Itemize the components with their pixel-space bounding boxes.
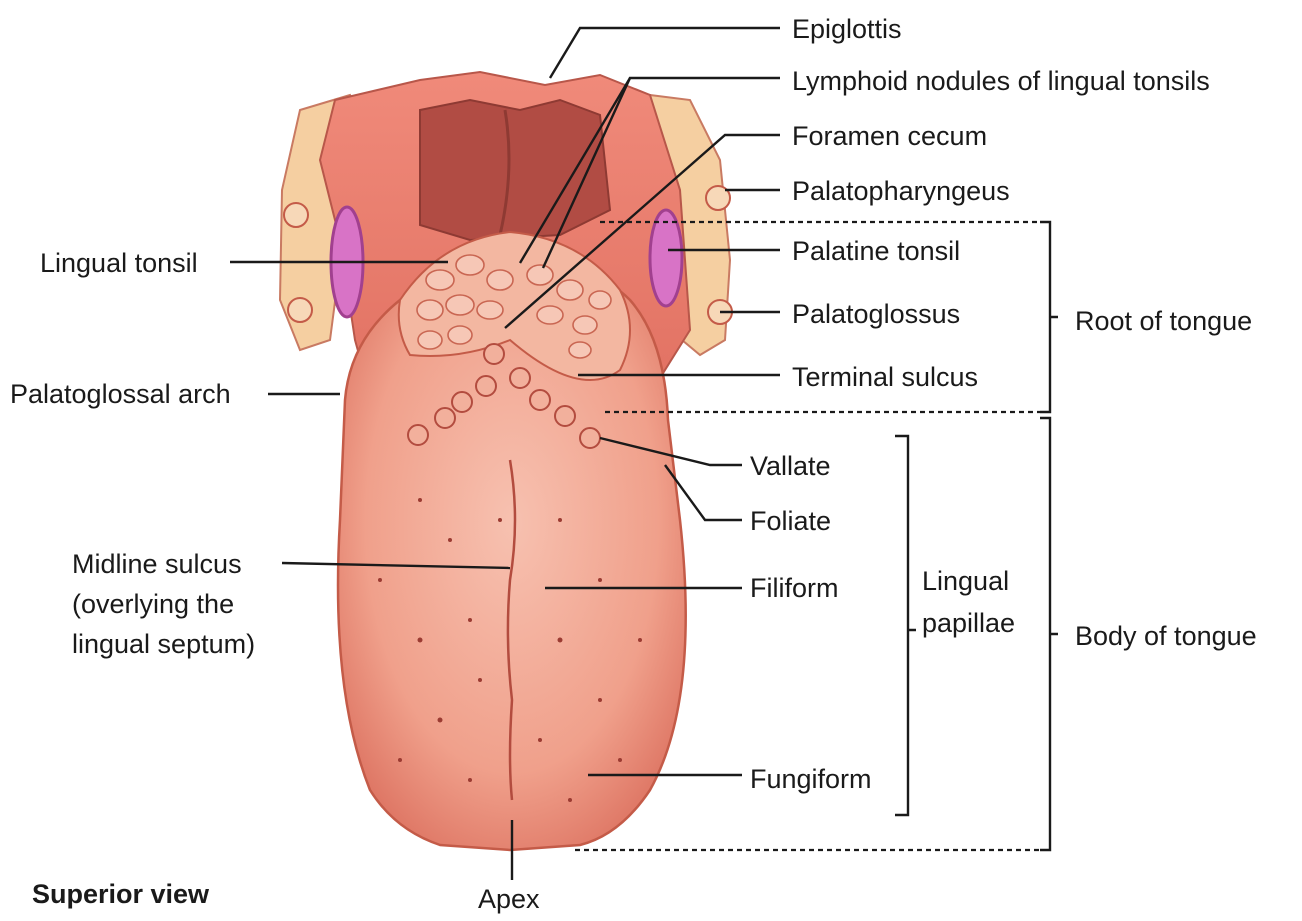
label-body-of-tongue: Body of tongue — [1075, 621, 1257, 651]
epiglottis-leader — [550, 28, 780, 78]
label-epiglottis: Epiglottis — [792, 14, 902, 44]
label-apex: Apex — [478, 884, 540, 914]
label-palatoglossal-arch: Palatoglossal arch — [10, 379, 231, 409]
body-bracket — [1040, 418, 1058, 850]
label-lingual-papillae-1: Lingual — [922, 566, 1009, 596]
label-foramen-cecum: Foramen cecum — [792, 121, 987, 151]
label-lymphoid-nodules: Lymphoid nodules of lingual tonsils — [792, 66, 1210, 96]
label-lingual-tonsil: Lingual tonsil — [40, 248, 198, 278]
papillae-bracket — [895, 436, 916, 815]
label-midline-sulcus-1: Midline sulcus — [72, 549, 242, 579]
label-palatine-tonsil: Palatine tonsil — [792, 236, 960, 266]
tongue-body — [338, 255, 686, 850]
right-palatine-tonsil — [650, 210, 682, 306]
label-filiform: Filiform — [750, 573, 839, 603]
label-midline-sulcus-3: lingual septum) — [72, 629, 255, 659]
label-terminal-sulcus: Terminal sulcus — [792, 362, 978, 392]
epiglottis-opening — [420, 100, 610, 240]
root-bracket — [1040, 222, 1058, 412]
label-root-of-tongue: Root of tongue — [1075, 306, 1252, 336]
label-fungiform: Fungiform — [750, 764, 872, 794]
label-vallate: Vallate — [750, 451, 831, 481]
label-lingual-papillae-2: papillae — [922, 608, 1015, 638]
label-palatopharyngeus: Palatopharyngeus — [792, 176, 1010, 206]
label-midline-sulcus-2: (overlying the — [72, 589, 234, 619]
caption-superior-view: Superior view — [32, 879, 210, 909]
label-foliate: Foliate — [750, 506, 831, 536]
label-palatoglossus: Palatoglossus — [792, 299, 960, 329]
